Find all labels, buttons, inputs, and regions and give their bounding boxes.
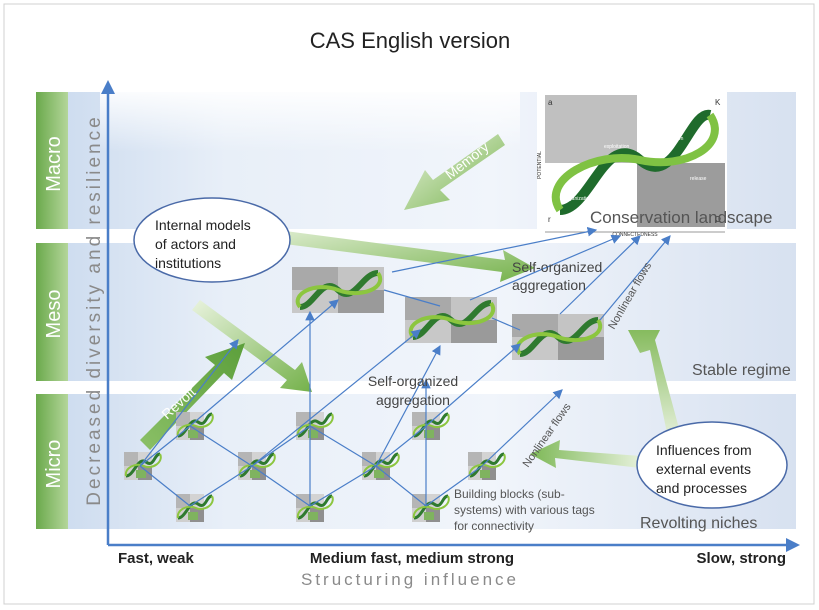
memory-arrow	[404, 134, 505, 210]
connector	[139, 425, 191, 467]
macro-corner-k: K	[715, 98, 721, 107]
connector	[189, 465, 253, 507]
macro-loop-label-exploitation: exploitation	[604, 144, 630, 150]
x-tick-right: Slow, strong	[697, 550, 786, 567]
internal-models-arrow	[238, 225, 535, 282]
external-influences-ellipse: Influences from external events and proc…	[636, 421, 788, 509]
level-labels: Macro Meso Micro	[36, 92, 68, 529]
building-blocks-line-2: systems) with various tags	[454, 503, 595, 517]
macro-quadrant-br	[637, 163, 725, 227]
level-meso: Meso	[43, 290, 65, 339]
connector	[425, 343, 521, 427]
top-down-arrow	[192, 300, 312, 392]
external-influences-line-1: Influences from	[656, 442, 752, 458]
macro-loop-label-conservation: conservation	[655, 136, 684, 142]
connector	[139, 339, 239, 467]
flow-arrows	[140, 134, 680, 468]
level-micro: Micro	[43, 440, 65, 489]
external-influences-shape	[636, 421, 788, 509]
internal-models-line-1: Internal models	[155, 217, 251, 233]
connector	[139, 465, 191, 507]
level-box-macro	[36, 92, 68, 229]
connector	[251, 425, 311, 467]
connector	[559, 235, 641, 315]
macro-corner-r: r	[548, 215, 551, 224]
macro-loop-light	[551, 112, 719, 213]
macro-adaptive-cycle-panel: a K r Ω POTENTIAL CONNECTEDNESS exploita…	[537, 92, 727, 238]
connector	[425, 465, 483, 507]
landscape-label: Conservation landscape	[590, 208, 772, 227]
stable-regime-arrow	[628, 330, 680, 438]
connector	[375, 344, 441, 467]
connector	[469, 234, 622, 301]
level-macro: Macro	[43, 136, 65, 192]
external-influences-line-2: external events	[656, 461, 751, 477]
revolting-niches-label: Revolting niches	[640, 515, 757, 532]
external-influence-arrow	[530, 440, 642, 468]
y-axis-label: Decreased diversity and resilience	[84, 114, 105, 505]
connector	[375, 465, 427, 507]
y-axis-arrowhead	[101, 80, 115, 94]
axes	[101, 80, 800, 552]
level-box-meso	[36, 243, 68, 381]
connector	[309, 465, 377, 507]
x-axis-label: Structuring influence	[301, 570, 519, 589]
connector	[375, 425, 427, 467]
connector	[491, 317, 521, 331]
meso-cycle-icon-2	[405, 297, 497, 343]
revolt-arrow	[140, 343, 245, 450]
internal-models-shape	[133, 197, 291, 283]
internal-models-line-3: institutions	[155, 255, 221, 271]
macro-x-label: CONNECTEDNESS	[612, 232, 658, 238]
macro-loop-label-release: release	[690, 176, 707, 182]
page-title: CAS English version	[310, 28, 511, 53]
macro-quadrant-bl	[545, 163, 637, 227]
stable-regime-label: Stable regime	[692, 362, 791, 379]
macro-loop-label-reorganization: reorganization	[560, 196, 592, 202]
connector	[309, 425, 377, 467]
band-fade	[100, 92, 520, 152]
connector	[383, 289, 441, 307]
external-influences-line-3: and processes	[656, 480, 747, 496]
connector	[189, 425, 253, 467]
macro-corner-a: a	[548, 98, 553, 107]
x-axis-arrowhead	[786, 538, 800, 552]
internal-models-line-2: of actors and	[155, 236, 236, 252]
connector	[251, 329, 421, 467]
self-organized-lower-1: Self-organized	[368, 373, 458, 389]
connector	[189, 299, 339, 427]
self-organized-upper-2: aggregation	[512, 277, 586, 293]
connector	[481, 389, 563, 467]
macro-corner-omega: Ω	[715, 215, 721, 224]
building-blocks-line-3: for connectivity	[454, 519, 534, 533]
connector	[391, 226, 598, 273]
connector-network	[139, 226, 671, 507]
meso-cycle-icon-3	[512, 314, 604, 360]
internal-models-ellipse: Internal models of actors and institutio…	[133, 197, 291, 283]
connector	[251, 465, 311, 507]
x-tick-middle: Medium fast, medium strong	[310, 550, 514, 567]
self-organized-lower-2: aggregation	[376, 392, 450, 408]
x-tick-left: Fast, weak	[118, 550, 195, 567]
building-blocks-line-1: Building blocks (sub-	[454, 487, 565, 501]
level-box-micro	[36, 394, 68, 529]
meso-cycle-icon-1	[292, 267, 384, 313]
connector	[599, 235, 671, 321]
self-organized-upper-1: Self-organized	[512, 259, 602, 275]
macro-y-label: POTENTIAL	[537, 151, 543, 179]
